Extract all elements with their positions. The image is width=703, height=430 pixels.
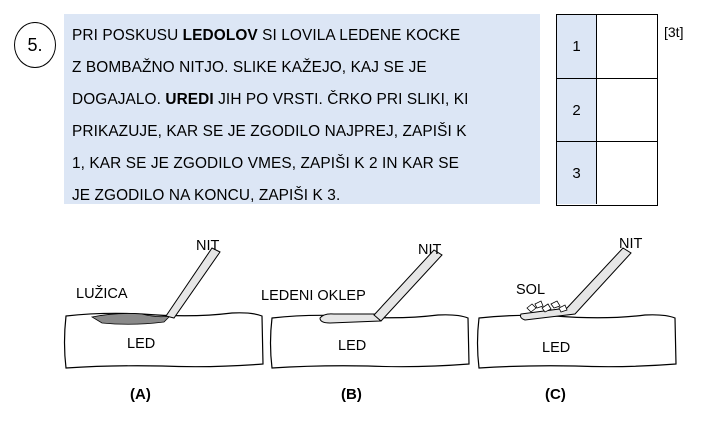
question-bold-text: LEDOLOV bbox=[182, 27, 258, 44]
figure-c-drawing bbox=[476, 247, 677, 369]
answer-cell-1[interactable] bbox=[597, 15, 657, 78]
figure-c-caption: (C) bbox=[545, 386, 566, 403]
question-number: 5. bbox=[14, 22, 56, 68]
thread-shape bbox=[165, 247, 221, 319]
figure-b-top-label: LEDENI OKLEP bbox=[261, 288, 366, 304]
question-line: PRI POSKUSU LEDOLOV SI LOVILA LEDENE KOC… bbox=[72, 20, 532, 52]
question-text: 1, KAR SE JE ZGODILO VMES, ZAPIŠI K 2 IN… bbox=[72, 155, 460, 172]
question-text: DOGAJALO. bbox=[72, 91, 166, 108]
figure-a-thread-label: NIT bbox=[196, 238, 220, 254]
ice-block bbox=[476, 314, 677, 369]
answer-row-label: 2 bbox=[557, 79, 597, 141]
thread-shape bbox=[373, 249, 443, 322]
figure-b-thread-label: NIT bbox=[418, 242, 442, 258]
figure-a-top-label: LUŽICA bbox=[76, 286, 128, 302]
answer-cell-3[interactable] bbox=[597, 142, 657, 204]
thread-shape bbox=[520, 247, 632, 321]
answer-cell-2[interactable] bbox=[597, 79, 657, 141]
question-text: JE ZGODILO NA KONCU, ZAPIŠI K 3. bbox=[72, 187, 341, 204]
figure-a bbox=[62, 228, 267, 378]
figure-c-top-label: SOL bbox=[516, 282, 546, 298]
question-line: PRIKAZUJE, KAR SE JE ZGODILO NAJPREJ, ZA… bbox=[72, 116, 532, 148]
question-text-box: PRI POSKUSU LEDOLOV SI LOVILA LEDENE KOC… bbox=[64, 14, 540, 204]
figure-a-caption: (A) bbox=[130, 386, 151, 403]
question-line: JE ZGODILO NA KONCU, ZAPIŠI K 3. bbox=[72, 180, 532, 212]
figure-a-ice-label: LED bbox=[127, 336, 156, 352]
question-text: SI LOVILA LEDENE KOCKE bbox=[257, 27, 461, 44]
answer-table: 1 2 3 bbox=[556, 14, 658, 206]
salt-crystals bbox=[526, 300, 568, 313]
ice-block bbox=[269, 314, 470, 369]
figure-c bbox=[475, 228, 680, 378]
answer-row-1: 1 bbox=[557, 15, 657, 78]
figure-a-drawing bbox=[63, 247, 264, 369]
answer-row-label: 1 bbox=[557, 15, 597, 78]
figure-b-ice-label: LED bbox=[338, 338, 367, 354]
figure-b bbox=[268, 228, 473, 378]
points-label: [3t] bbox=[664, 24, 684, 40]
figure-c-thread-label: NIT bbox=[619, 236, 643, 252]
answer-row-3: 3 bbox=[557, 141, 657, 204]
answer-row-2: 2 bbox=[557, 78, 657, 141]
question-text: Z BOMBAŽNO NITJO. SLIKE KAŽEJO, KAJ SE J… bbox=[72, 59, 427, 76]
question-line: DOGAJALO. UREDI JIH PO VRSTI. ČRKO PRI S… bbox=[72, 84, 532, 116]
answer-row-label: 3 bbox=[557, 142, 597, 204]
question-bold-text: UREDI bbox=[165, 91, 214, 108]
question-text: JIH PO VRSTI. ČRKO PRI SLIKI, KI bbox=[213, 91, 469, 108]
question-text: PRIKAZUJE, KAR SE JE ZGODILO NAJPREJ, ZA… bbox=[72, 123, 467, 140]
puddle-shape bbox=[90, 313, 172, 325]
figure-b-caption: (B) bbox=[341, 386, 362, 403]
question-line: Z BOMBAŽNO NITJO. SLIKE KAŽEJO, KAJ SE J… bbox=[72, 52, 532, 84]
figure-c-ice-label: LED bbox=[542, 340, 571, 356]
question-line: 1, KAR SE JE ZGODILO VMES, ZAPIŠI K 2 IN… bbox=[72, 148, 532, 180]
figure-b-drawing bbox=[269, 249, 470, 369]
question-text: PRI POSKUSU bbox=[72, 27, 183, 44]
ice-shell-shape bbox=[319, 313, 381, 324]
